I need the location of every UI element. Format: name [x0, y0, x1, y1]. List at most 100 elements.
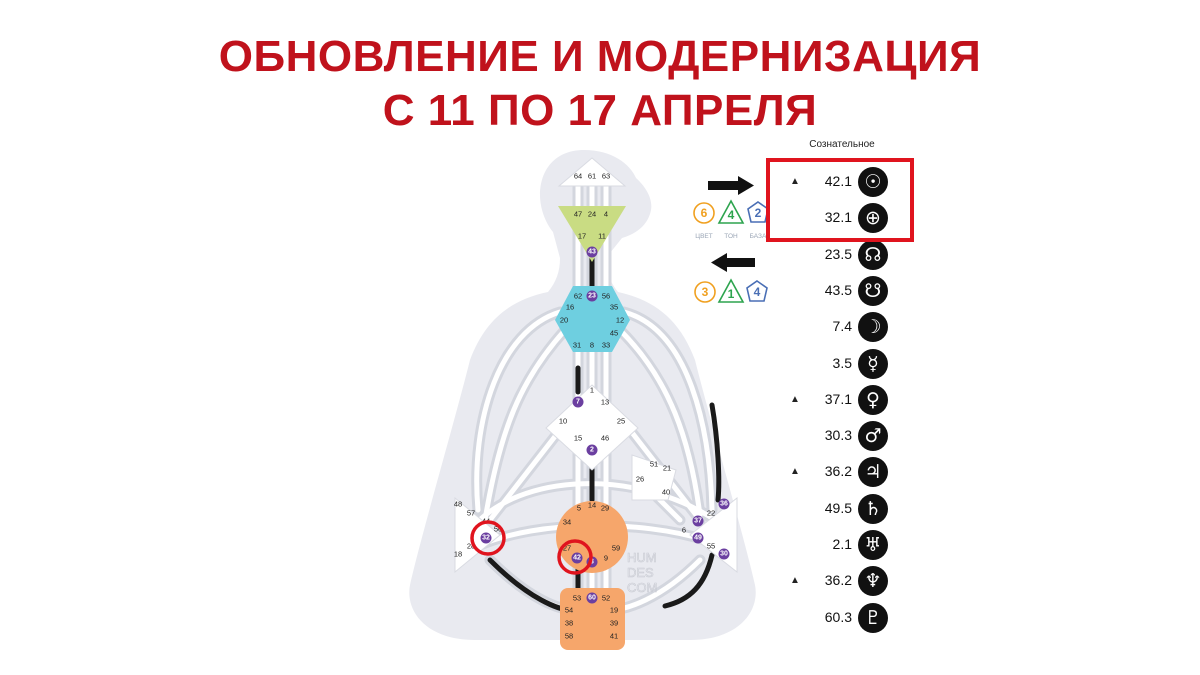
- gate-49: 49: [694, 535, 702, 542]
- planet-gate-line: 7.4: [832, 318, 852, 335]
- gate-10: 10: [559, 417, 567, 426]
- color-badge: [693, 202, 715, 224]
- spleen-center: [454, 496, 501, 574]
- planet-row: 49.5 ♄: [778, 493, 888, 526]
- active-gate-marker: [718, 548, 730, 560]
- gate-20: 20: [560, 316, 568, 325]
- planet-gate-line: 32.1: [824, 209, 852, 226]
- planet-row: 7.4☽: [778, 311, 888, 344]
- gate-47: 47: [574, 210, 582, 219]
- gate-57: 57: [467, 509, 475, 518]
- saturn-icon: ♄: [858, 493, 888, 524]
- highlight-box: [766, 158, 914, 242]
- planet-gate-line: 36.2: [824, 463, 852, 480]
- planet-gate-line: 30.3: [824, 427, 852, 444]
- planet-row: 3.5☿: [778, 348, 888, 381]
- variables-bottom: 3 1 4: [694, 278, 768, 303]
- gate-25: 25: [617, 417, 625, 426]
- gate-29: 29: [601, 504, 609, 513]
- watermark: HUM DES COM: [627, 550, 658, 596]
- heart-center: [631, 454, 677, 501]
- gate-24: 24: [588, 210, 596, 219]
- gate-40: 40: [662, 488, 670, 497]
- base-label: БАЗА: [750, 233, 767, 240]
- uranus-icon: ♅: [858, 530, 888, 560]
- gate-53: 53: [573, 594, 581, 603]
- gate-62: 62: [574, 292, 582, 301]
- gate-13: 13: [601, 398, 609, 407]
- gate-37: 37: [694, 518, 702, 525]
- planet-row: ▲42.1☉: [778, 166, 888, 199]
- planet-row: 23.5☊: [778, 239, 888, 272]
- active-gate-marker: [572, 396, 584, 408]
- gate-42: 42: [573, 555, 581, 562]
- base-number-2: 4: [754, 285, 761, 299]
- gate-21: 21: [663, 464, 671, 473]
- base-badge-2: [746, 280, 768, 302]
- venus-icon: ♀: [858, 384, 888, 415]
- gate-30: 30: [720, 551, 728, 558]
- gate-28: 28: [467, 542, 475, 551]
- gate-19: 19: [610, 606, 618, 615]
- planet-row: ▲36.2♃: [778, 456, 888, 489]
- arrow-right-icon: [708, 176, 754, 195]
- earth-icon: ⊕: [858, 203, 888, 234]
- gate-8: 8: [590, 341, 594, 350]
- mars-icon: ♂: [858, 421, 888, 452]
- mercury-icon: ☿: [858, 348, 888, 379]
- gate-38: 38: [565, 619, 573, 628]
- gate-1: 1: [590, 386, 594, 395]
- active-gate-marker: [586, 444, 598, 456]
- gate-27: 27: [563, 544, 571, 553]
- gate-12: 12: [616, 316, 624, 325]
- planet-gate-line: 43.5: [824, 281, 852, 298]
- planet-gate-line: 49.5: [824, 499, 852, 516]
- exalted-marker: ▲: [790, 466, 800, 478]
- gate-23: 23: [588, 293, 596, 300]
- throat-center: [555, 286, 630, 352]
- gate-35: 35: [610, 303, 618, 312]
- planet-row: 43.5 ☋: [778, 275, 888, 308]
- planet-gate-line: 36.2: [824, 572, 852, 589]
- planet-row: 32.1 ⊕: [778, 202, 888, 235]
- planet-row: 60.3♇: [778, 602, 888, 635]
- watermark-line-3: COM: [627, 580, 657, 595]
- south-node-icon: ☋: [858, 275, 888, 306]
- planet-row: 2.1♅: [778, 529, 888, 562]
- head-center: [557, 157, 627, 187]
- gate-15: 15: [574, 434, 582, 443]
- neptune-icon: ♆: [858, 566, 888, 597]
- gate-63: 63: [602, 172, 610, 181]
- pluto-icon: ♇: [858, 602, 888, 633]
- watermark-line-2: DES: [627, 565, 654, 580]
- gate-17: 17: [578, 232, 586, 241]
- active-gate-marker: [586, 246, 598, 258]
- gate-52: 52: [602, 594, 610, 603]
- exalted-marker: ▲: [790, 575, 800, 587]
- gate-7: 7: [576, 399, 580, 406]
- gate-2: 2: [590, 447, 594, 454]
- tone-number-2: 1: [728, 287, 735, 301]
- highlight-circle-gate-42: [557, 539, 593, 575]
- active-gate-marker: [480, 532, 492, 544]
- gate-33: 33: [602, 341, 610, 350]
- title-line-1: ОБНОВЛЕНИЕ И МОДЕРНИЗАЦИЯ: [218, 32, 982, 81]
- gate-59: 59: [612, 544, 620, 553]
- column-header: Сознательное: [809, 139, 875, 150]
- gate-58: 58: [565, 632, 573, 641]
- gate-50: 50: [494, 525, 502, 534]
- active-gate-marker: [571, 552, 583, 564]
- gate-6: 6: [682, 526, 686, 535]
- active-gate-marker: [692, 515, 704, 527]
- north-node-icon: ☊: [858, 239, 888, 270]
- color-number: 6: [701, 206, 708, 220]
- gate-55: 55: [707, 542, 715, 551]
- gate-36: 36: [720, 501, 728, 508]
- gate-41: 41: [610, 632, 618, 641]
- gate-26: 26: [636, 475, 644, 484]
- base-number: 2: [755, 206, 762, 220]
- gate-61: 61: [588, 172, 596, 181]
- planet-gate-line: 42.1: [824, 173, 852, 189]
- watermark-line-1: HUM: [627, 550, 657, 565]
